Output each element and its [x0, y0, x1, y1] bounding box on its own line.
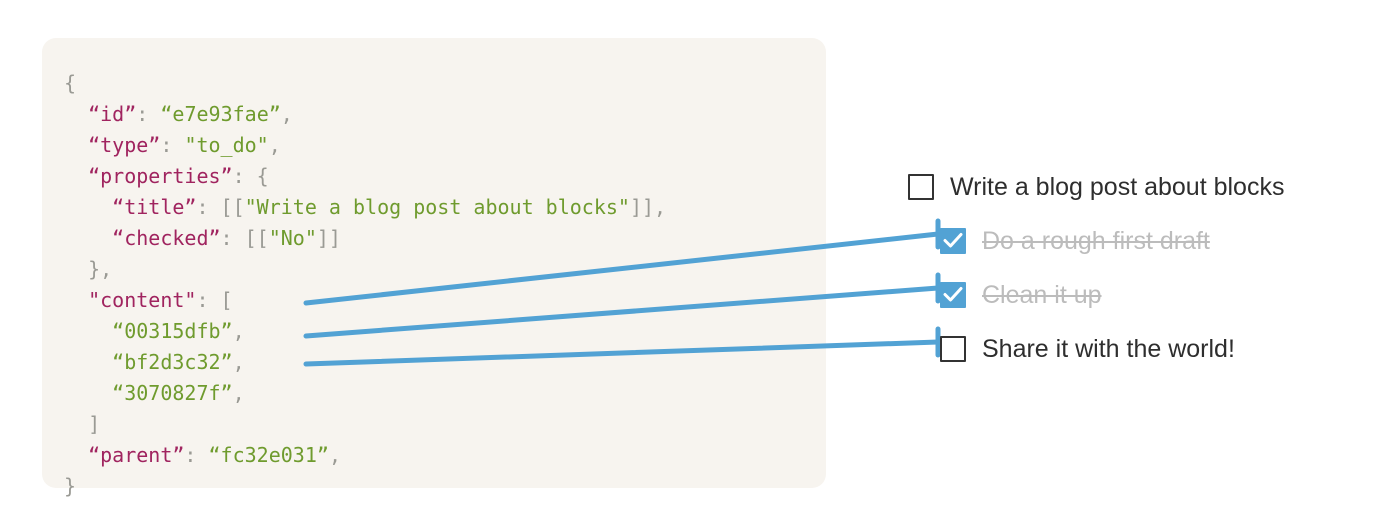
checklist-item-label: Do a rough first draft — [982, 226, 1210, 255]
code-token-str: "Write a blog post about blocks" — [244, 195, 630, 219]
code-line: “3070827f”, — [64, 378, 826, 409]
checkbox-checked-icon[interactable] — [940, 282, 966, 308]
code-token-str: “e7e93fae” — [160, 102, 281, 126]
code-token-punc: : — [136, 102, 161, 126]
checklist-row[interactable]: Clean it up — [940, 268, 1348, 322]
code-token-punc: ] — [88, 412, 101, 436]
code-token-key: “checked” — [112, 226, 221, 250]
code-line: { — [64, 68, 826, 99]
code-token-punc: : — [184, 443, 209, 467]
code-line: “title”: [["Write a blog post about bloc… — [64, 192, 826, 223]
code-token-punc: , — [280, 102, 293, 126]
code-token-punc: , — [232, 381, 245, 405]
code-token-punc: : — [160, 133, 185, 157]
code-token-str: “3070827f” — [112, 381, 233, 405]
code-line: “properties”: { — [64, 161, 826, 192]
code-token-punc: , — [232, 350, 245, 374]
code-line: “checked”: [["No"]] — [64, 223, 826, 254]
json-code-panel: { “id”: “e7e93fae”, “type”: "to_do", “pr… — [42, 38, 826, 498]
code-token-punc: ]] — [316, 226, 341, 250]
code-token-punc: : [ — [196, 288, 233, 312]
code-token-key: “type” — [88, 133, 161, 157]
code-token-punc: : [[ — [220, 226, 269, 250]
checklist-row[interactable]: Write a blog post about blocks — [908, 160, 1348, 214]
code-token-punc: , — [232, 319, 245, 343]
code-token-key: “id” — [88, 102, 137, 126]
code-line: “id”: “e7e93fae”, — [64, 99, 826, 130]
code-token-key: “parent” — [88, 443, 185, 467]
code-token-punc: , — [328, 443, 341, 467]
code-token-punc: ]], — [629, 195, 667, 219]
code-token-key: “title” — [112, 195, 197, 219]
json-code-block: { “id”: “e7e93fae”, “type”: "to_do", “pr… — [64, 68, 826, 502]
checklist-item-label: Write a blog post about blocks — [950, 172, 1285, 201]
code-line: “bf2d3c32”, — [64, 347, 826, 378]
code-token-punc: } — [64, 474, 77, 498]
code-token-key: "content" — [88, 288, 197, 312]
code-token-str: “00315dfb” — [112, 319, 233, 343]
checkbox-checked-icon[interactable] — [940, 228, 966, 254]
code-line: “00315dfb”, — [64, 316, 826, 347]
code-line: “type”: "to_do", — [64, 130, 826, 161]
code-token-key: “properties” — [88, 164, 233, 188]
checklist-row[interactable]: Do a rough first draft — [940, 214, 1348, 268]
code-token-str: "to_do" — [184, 133, 269, 157]
todo-checklist: Write a blog post about blocks Do a rough… — [908, 160, 1348, 376]
code-token-str: “fc32e031” — [208, 443, 329, 467]
code-token-punc: : [[ — [196, 195, 245, 219]
code-line: } — [64, 471, 826, 502]
code-line: “parent”: “fc32e031”, — [64, 440, 826, 471]
checklist-item-label: Share it with the world! — [982, 334, 1235, 363]
checklist-item-label: Clean it up — [982, 280, 1102, 309]
code-token-punc: , — [268, 133, 281, 157]
code-line: }, — [64, 254, 826, 285]
checkbox-unchecked-icon[interactable] — [908, 174, 934, 200]
code-token-str: "No" — [268, 226, 317, 250]
checklist-row[interactable]: Share it with the world! — [940, 322, 1348, 376]
checkbox-unchecked-icon[interactable] — [940, 336, 966, 362]
code-token-str: “bf2d3c32” — [112, 350, 233, 374]
code-line: "content": [ — [64, 285, 826, 316]
code-line: ] — [64, 409, 826, 440]
code-token-punc: { — [64, 71, 77, 95]
code-token-punc: : { — [232, 164, 269, 188]
code-token-punc: }, — [88, 257, 113, 281]
